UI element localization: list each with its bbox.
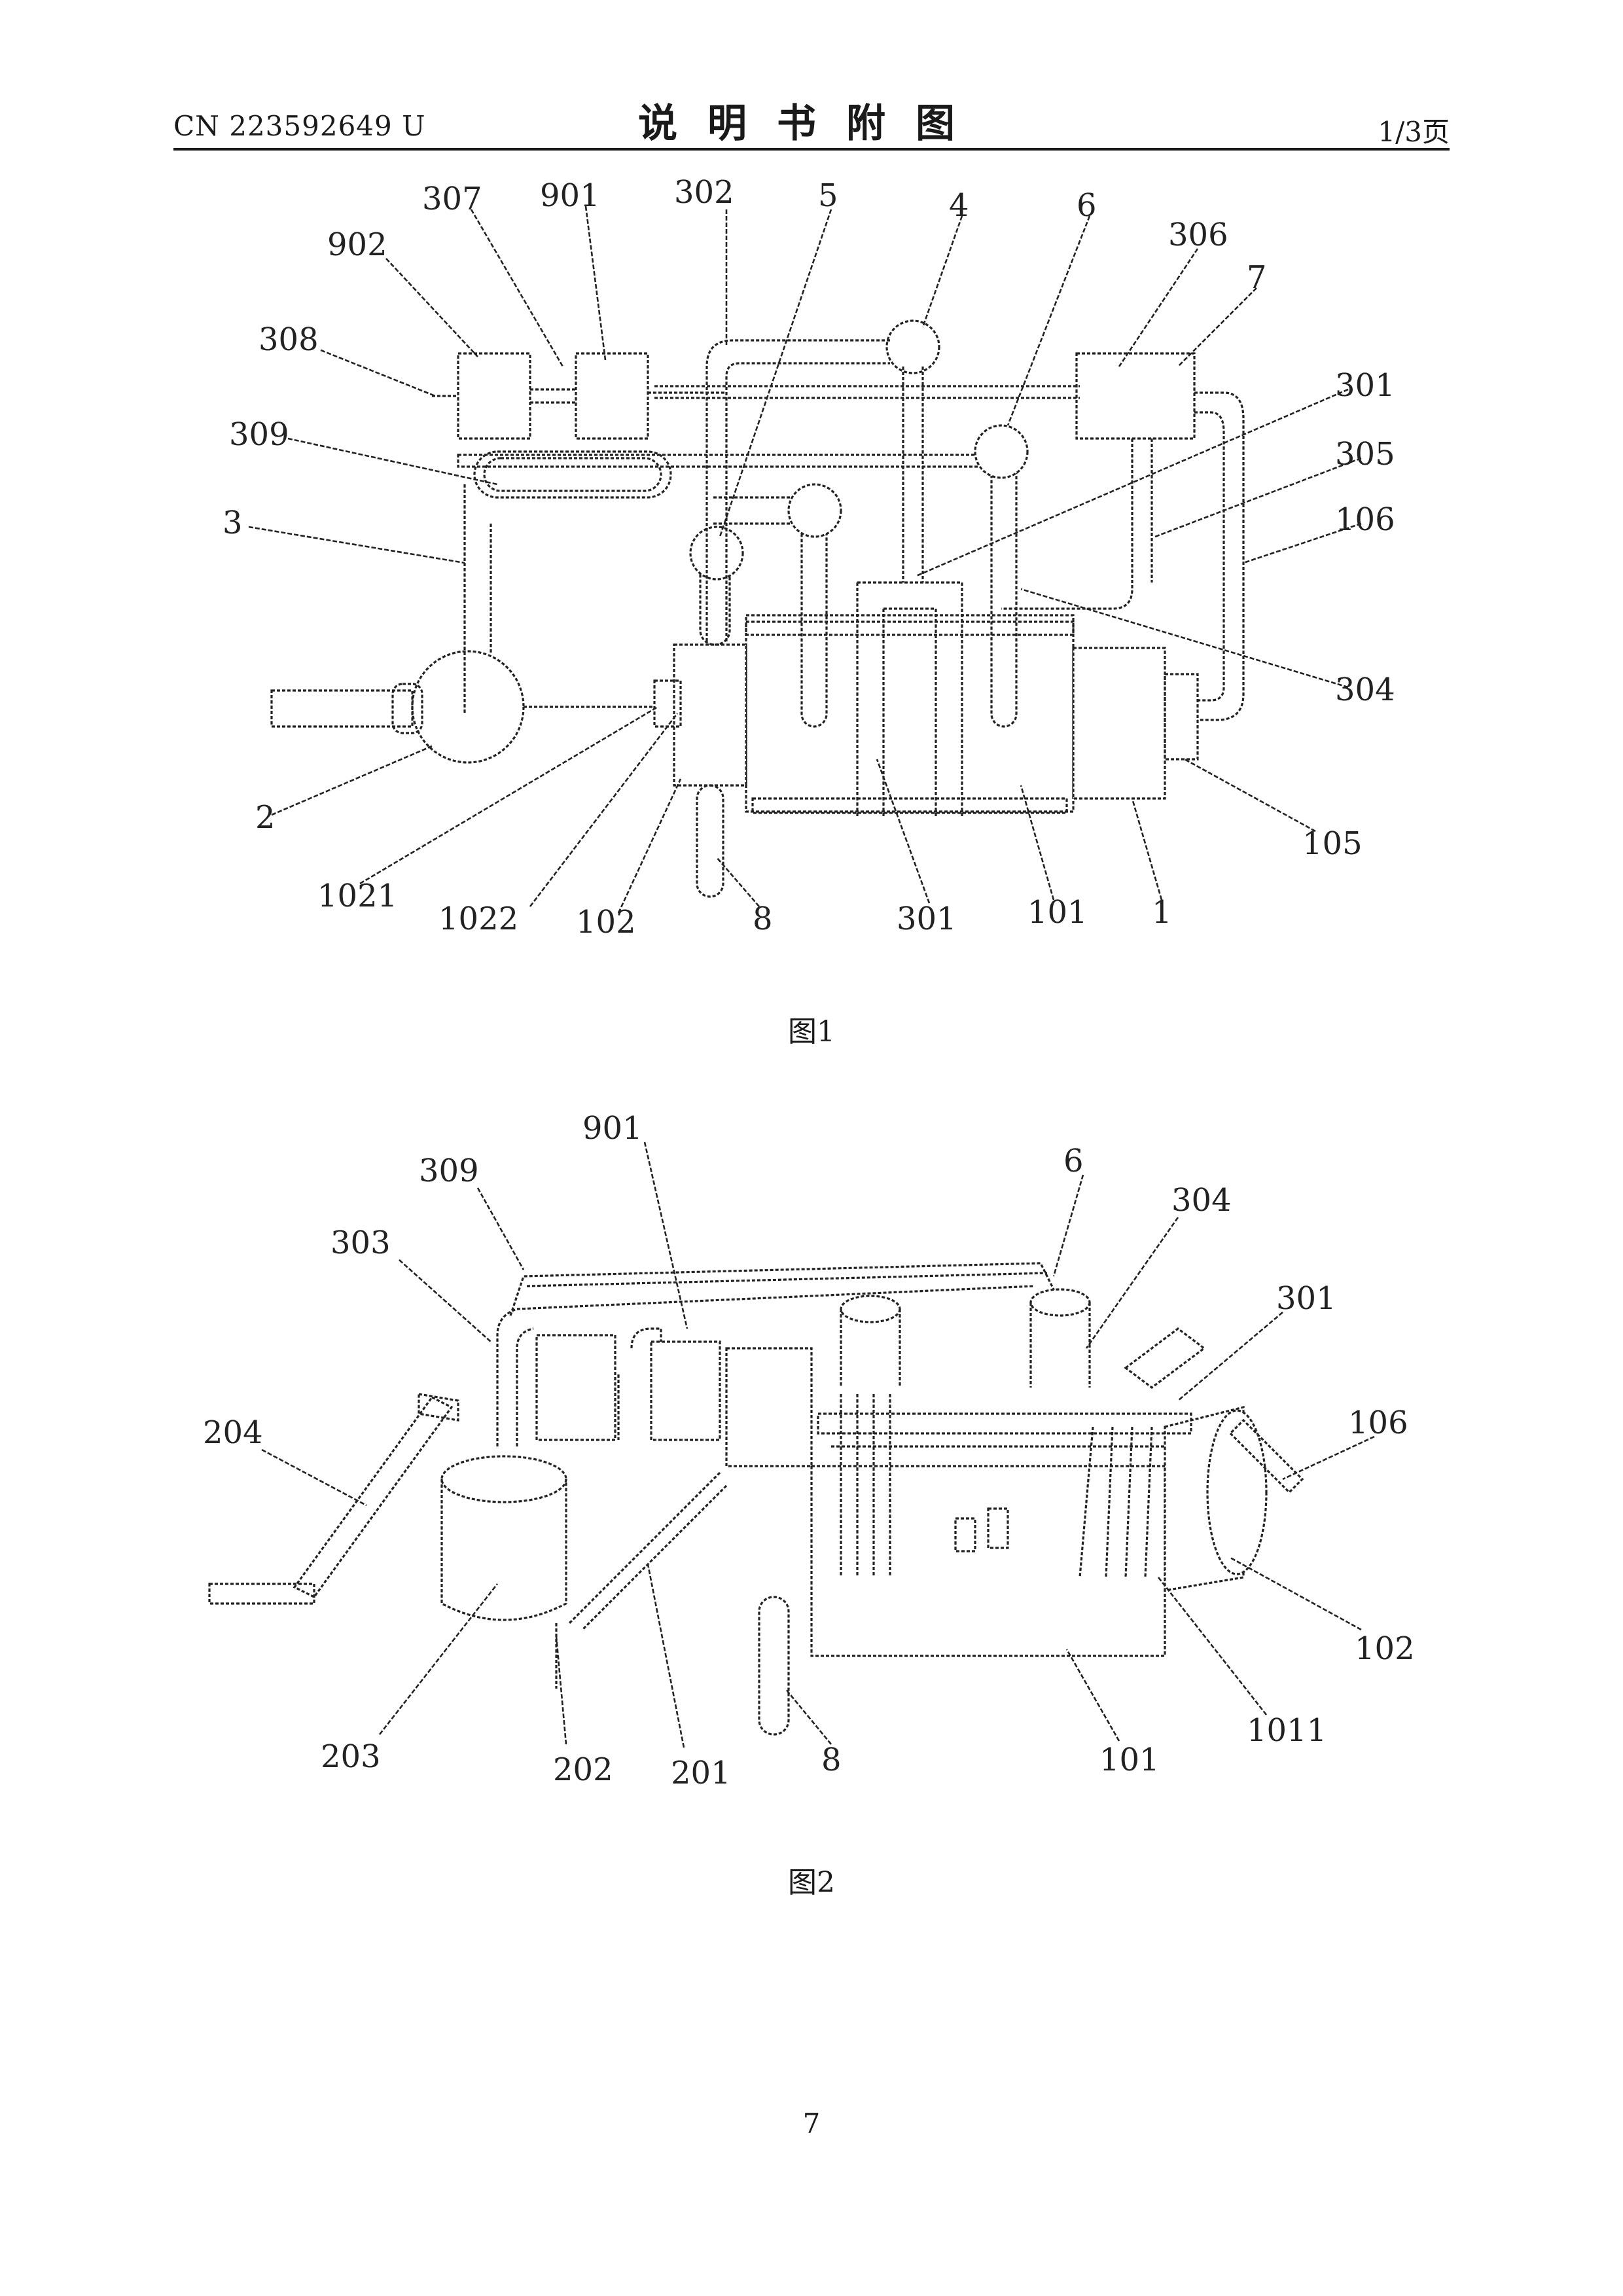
fig2-label: 201	[671, 1755, 731, 1791]
figure-1-caption: 图1	[0, 1008, 1623, 1050]
fig2-label: 1011	[1247, 1712, 1327, 1749]
fig1-label: 106	[1335, 501, 1395, 538]
fig1-label: 309	[229, 416, 289, 453]
fig1-label: 902	[327, 226, 387, 263]
fig2-label: 202	[553, 1751, 613, 1788]
fig2-label: 6	[1063, 1143, 1084, 1179]
header-divider	[173, 148, 1450, 151]
fig2-label: 901	[582, 1110, 643, 1147]
fig2-label: 106	[1348, 1405, 1408, 1441]
fig1-label: 301	[1335, 367, 1395, 404]
fig2-label: 203	[321, 1738, 381, 1775]
figure-1-labels: 307 901 302 5 4 6 306 902 7 308 301 309 …	[223, 174, 1395, 941]
fig2-label: 8	[821, 1742, 842, 1778]
fig1-label: 7	[1247, 259, 1267, 296]
figure-1-drawing: 307 901 302 5 4 6 306 902 7 308 301 309 …	[0, 170, 1623, 988]
figure-2-lines	[209, 1263, 1302, 1734]
fig2-label: 101	[1099, 1742, 1160, 1778]
fig1-label: 307	[422, 181, 482, 217]
fig1-label: 105	[1302, 825, 1363, 862]
fig1-label: 308	[259, 321, 319, 358]
page-indicator: 1/3页	[1378, 110, 1450, 150]
page-number: 7	[0, 2108, 1623, 2140]
fig2-label: 309	[419, 1153, 479, 1189]
fig2-label: 301	[1276, 1280, 1336, 1317]
fig2-label: 204	[203, 1414, 263, 1451]
fig1-label: 1	[1152, 894, 1172, 931]
figure-1-lines	[272, 321, 1243, 897]
fig1-label: 302	[674, 174, 734, 211]
fig1-label: 305	[1335, 436, 1395, 473]
fig1-label: 1022	[438, 901, 518, 937]
fig2-label: 102	[1355, 1630, 1415, 1667]
fig1-label: 901	[540, 177, 600, 214]
fig1-label: 1021	[317, 878, 397, 914]
fig1-label: 101	[1027, 894, 1088, 931]
figure-2-caption: 图2	[0, 1859, 1623, 1901]
fig1-label: 306	[1168, 217, 1228, 253]
fig1-label: 8	[753, 901, 773, 937]
fig1-label: 2	[255, 799, 276, 836]
fig1-label: 102	[576, 904, 636, 941]
fig2-label: 304	[1171, 1182, 1232, 1219]
fig1-label: 5	[818, 177, 838, 214]
fig1-label: 301	[897, 901, 957, 937]
fig2-label: 303	[330, 1225, 391, 1261]
fig1-label: 304	[1335, 672, 1395, 708]
fig1-label: 3	[223, 505, 243, 541]
figure-2-drawing: 901 6 309 304 303 301 204 106 102 203 20…	[0, 1086, 1623, 1852]
fig1-label: 4	[949, 187, 969, 224]
fig1-label: 6	[1077, 187, 1097, 224]
